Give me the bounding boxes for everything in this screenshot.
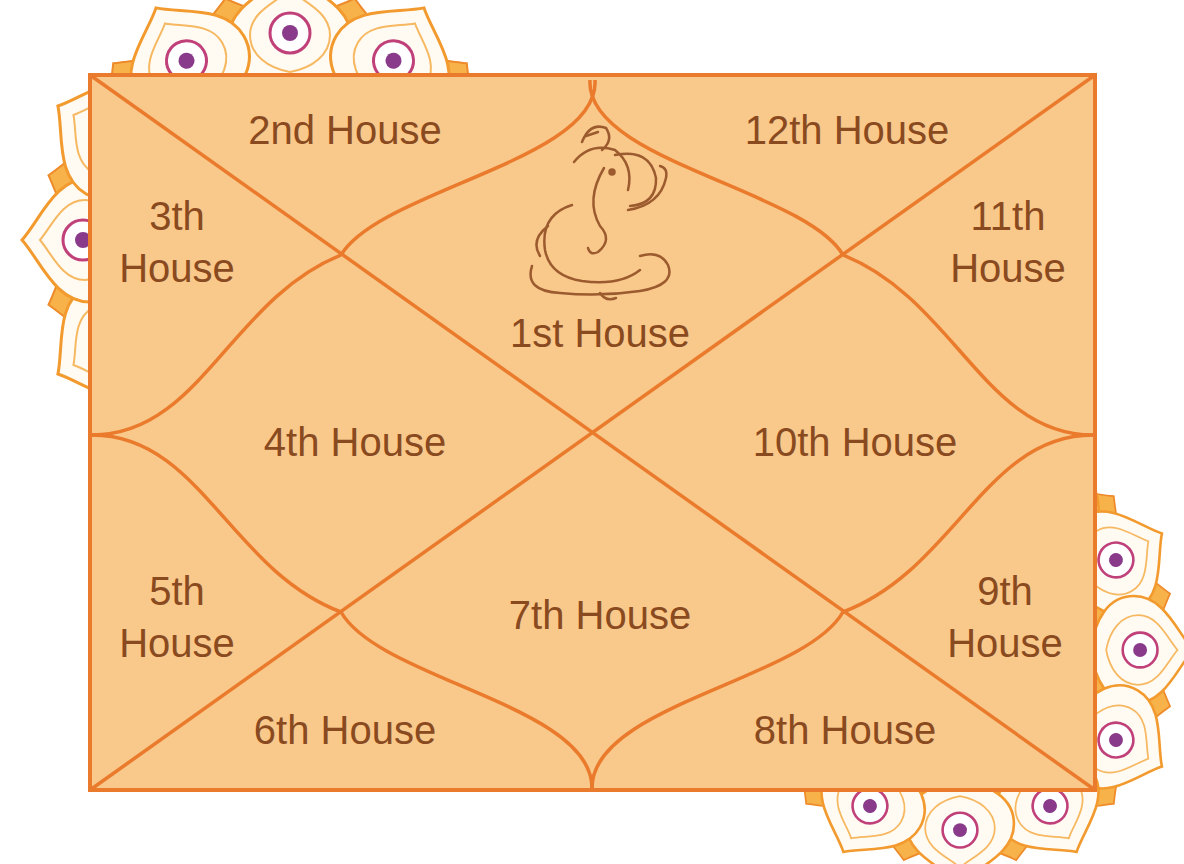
house-name: 7th House xyxy=(509,589,691,641)
house-name: 8th House xyxy=(754,704,936,756)
house-name: 10th House xyxy=(753,416,958,468)
house-name: 12th House xyxy=(745,104,950,156)
house-name: 5th House xyxy=(102,565,252,669)
house-region: 2nd House xyxy=(244,102,445,158)
house-region: 3th House xyxy=(98,188,256,296)
house-region: 1st House xyxy=(506,305,694,361)
house-name: 2nd House xyxy=(248,104,441,156)
house-dividers xyxy=(90,75,1095,790)
house-name: 3th House xyxy=(102,190,252,294)
chart-frame xyxy=(90,75,1095,790)
ganesha-illustration xyxy=(531,127,670,300)
house-region: 12th House xyxy=(741,102,954,158)
house-region: 7th House xyxy=(505,587,695,643)
house-region: 11th House xyxy=(929,188,1087,296)
house-name: 11th House xyxy=(933,190,1083,294)
house-name: 9th House xyxy=(930,565,1080,669)
house-region: 5th House xyxy=(98,563,256,671)
house-region: 10th House xyxy=(749,414,962,470)
house-region: 9th House xyxy=(926,563,1084,671)
house-region: 6th House xyxy=(250,702,440,758)
house-name: 4th House xyxy=(264,416,446,468)
house-region: 4th House xyxy=(260,414,450,470)
house-region: 8th House xyxy=(750,702,940,758)
house-name: 1st House xyxy=(510,307,690,359)
house-name: 6th House xyxy=(254,704,436,756)
